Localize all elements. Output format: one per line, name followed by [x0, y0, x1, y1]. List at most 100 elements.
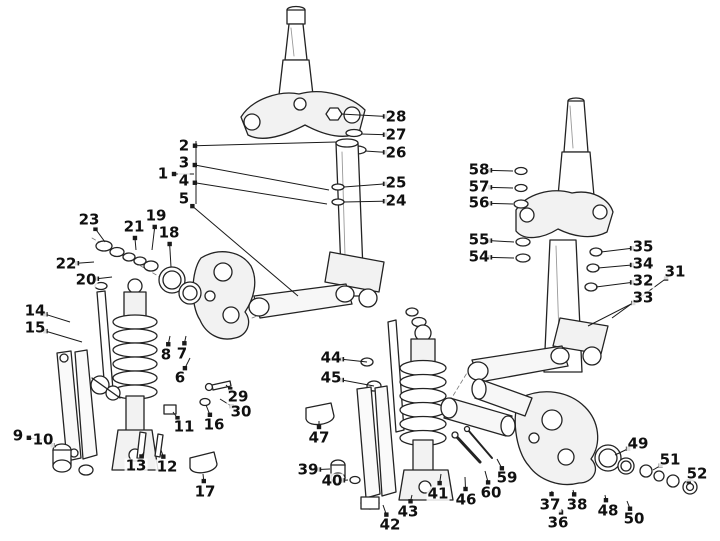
part-callout-18[interactable]: 18 [157, 223, 181, 242]
leader-marker-42 [384, 512, 389, 517]
part-callout-23[interactable]: 23 [77, 210, 101, 229]
part-callout-29[interactable]: 29 [226, 387, 250, 406]
part-callout-3[interactable]: 3 [177, 153, 191, 172]
clamp-left [189, 451, 218, 474]
part-callout-41[interactable]: 41 [426, 484, 450, 503]
part-callout-17[interactable]: 17 [193, 482, 217, 501]
part-callout-51[interactable]: 51 [658, 450, 682, 469]
leader-line-45 [341, 379, 375, 387]
leader-marker-48 [603, 497, 609, 503]
part-callout-10[interactable]: 10 [31, 430, 55, 449]
part-callout-8[interactable]: 8 [159, 345, 173, 364]
part-callout-30[interactable]: 30 [229, 402, 253, 421]
leader-marker-60 [485, 480, 491, 485]
leader-marker-12 [161, 454, 166, 459]
part-callout-49[interactable]: 49 [626, 434, 650, 453]
part-callout-33[interactable]: 33 [631, 288, 655, 307]
part-callout-21[interactable]: 21 [122, 217, 146, 236]
part-callout-34[interactable]: 34 [631, 254, 655, 273]
part-callout-13[interactable]: 13 [124, 456, 148, 475]
part-callout-22[interactable]: 22 [54, 254, 78, 273]
part-callout-31[interactable]: 31 [663, 262, 687, 281]
part-callout-16[interactable]: 16 [202, 415, 226, 434]
link-plates-center [356, 385, 397, 510]
leader-marker-17 [201, 478, 206, 484]
part-callout-35[interactable]: 35 [631, 237, 655, 256]
fork-crown-right [515, 190, 614, 239]
screw-parts-left [163, 380, 232, 415]
part-callout-47[interactable]: 47 [307, 428, 331, 447]
part-callout-7[interactable]: 7 [175, 344, 189, 363]
part-callout-45[interactable]: 45 [319, 368, 343, 387]
leader-marker-21 [132, 235, 138, 241]
part-callout-14[interactable]: 14 [23, 301, 47, 320]
part-callout-6[interactable]: 6 [173, 368, 187, 387]
leader-line-56 [489, 202, 514, 205]
part-callout-1[interactable]: 1 [156, 164, 170, 183]
leader-line-2 [194, 141, 337, 147]
leader-line-54 [489, 256, 515, 259]
part-callout-40[interactable]: 40 [320, 471, 344, 490]
axle-bolts-center [451, 425, 493, 464]
leader-marker-13 [139, 454, 144, 459]
part-callout-52[interactable]: 52 [685, 464, 709, 483]
part-callout-58[interactable]: 58 [467, 160, 491, 179]
part-callout-15[interactable]: 15 [23, 318, 47, 337]
part-callout-38[interactable]: 38 [565, 495, 589, 514]
leader-marker-9 [26, 435, 32, 441]
part-callout-25[interactable]: 25 [384, 173, 408, 192]
part-callout-56[interactable]: 56 [467, 193, 491, 212]
leader-marker-3 [192, 162, 198, 168]
leader-marker-7 [182, 341, 187, 346]
part-callout-20[interactable]: 20 [74, 270, 98, 289]
part-callout-28[interactable]: 28 [384, 107, 408, 126]
leader-line-35 [600, 247, 633, 253]
part-callout-42[interactable]: 42 [378, 515, 402, 534]
leader-marker-18 [167, 241, 172, 247]
leader-line-25 [343, 183, 386, 188]
leader-line-24 [343, 200, 386, 203]
bearing-stack-left [95, 240, 202, 305]
leader-line-26 [364, 150, 386, 153]
part-callout-19[interactable]: 19 [144, 206, 168, 225]
part-callout-48[interactable]: 48 [596, 501, 620, 520]
part-callout-26[interactable]: 26 [384, 143, 408, 162]
part-callout-57[interactable]: 57 [467, 177, 491, 196]
part-callout-44[interactable]: 44 [319, 348, 343, 367]
leader-line-58 [489, 169, 514, 172]
part-callout-37[interactable]: 37 [538, 495, 562, 514]
part-callout-5[interactable]: 5 [177, 189, 191, 208]
mount-bracket-left [90, 375, 121, 401]
part-callout-60[interactable]: 60 [479, 483, 503, 502]
part-callout-12[interactable]: 12 [155, 457, 179, 476]
part-callout-9[interactable]: 9 [11, 426, 25, 445]
part-callout-4[interactable]: 4 [177, 171, 191, 190]
leader-line-14 [45, 313, 71, 323]
leader-marker-2 [192, 143, 198, 148]
part-callout-39[interactable]: 39 [296, 460, 320, 479]
leader-marker-1 [171, 171, 177, 177]
leader-marker-11 [175, 415, 180, 421]
part-callout-54[interactable]: 54 [467, 247, 491, 266]
leader-marker-6 [182, 365, 188, 371]
leader-line-20 [96, 276, 113, 280]
part-callout-50[interactable]: 50 [622, 509, 646, 528]
part-callout-36[interactable]: 36 [546, 513, 570, 532]
leader-marker-29 [228, 387, 233, 392]
part-callout-43[interactable]: 43 [396, 502, 420, 521]
part-callout-24[interactable]: 24 [384, 191, 408, 210]
leader-marker-19 [152, 224, 157, 230]
part-callout-11[interactable]: 11 [172, 417, 196, 436]
part-callout-32[interactable]: 32 [631, 271, 655, 290]
part-callout-59[interactable]: 59 [495, 468, 519, 487]
part-callout-55[interactable]: 55 [467, 230, 491, 249]
leader-line-55 [489, 240, 515, 243]
part-callout-27[interactable]: 27 [384, 125, 408, 144]
leader-line-57 [489, 186, 514, 189]
leader-marker-50 [627, 506, 633, 511]
leader-line-33 [587, 302, 634, 327]
steering-column-center [278, 5, 314, 96]
part-callout-46[interactable]: 46 [454, 490, 478, 509]
part-callout-2[interactable]: 2 [177, 136, 191, 155]
